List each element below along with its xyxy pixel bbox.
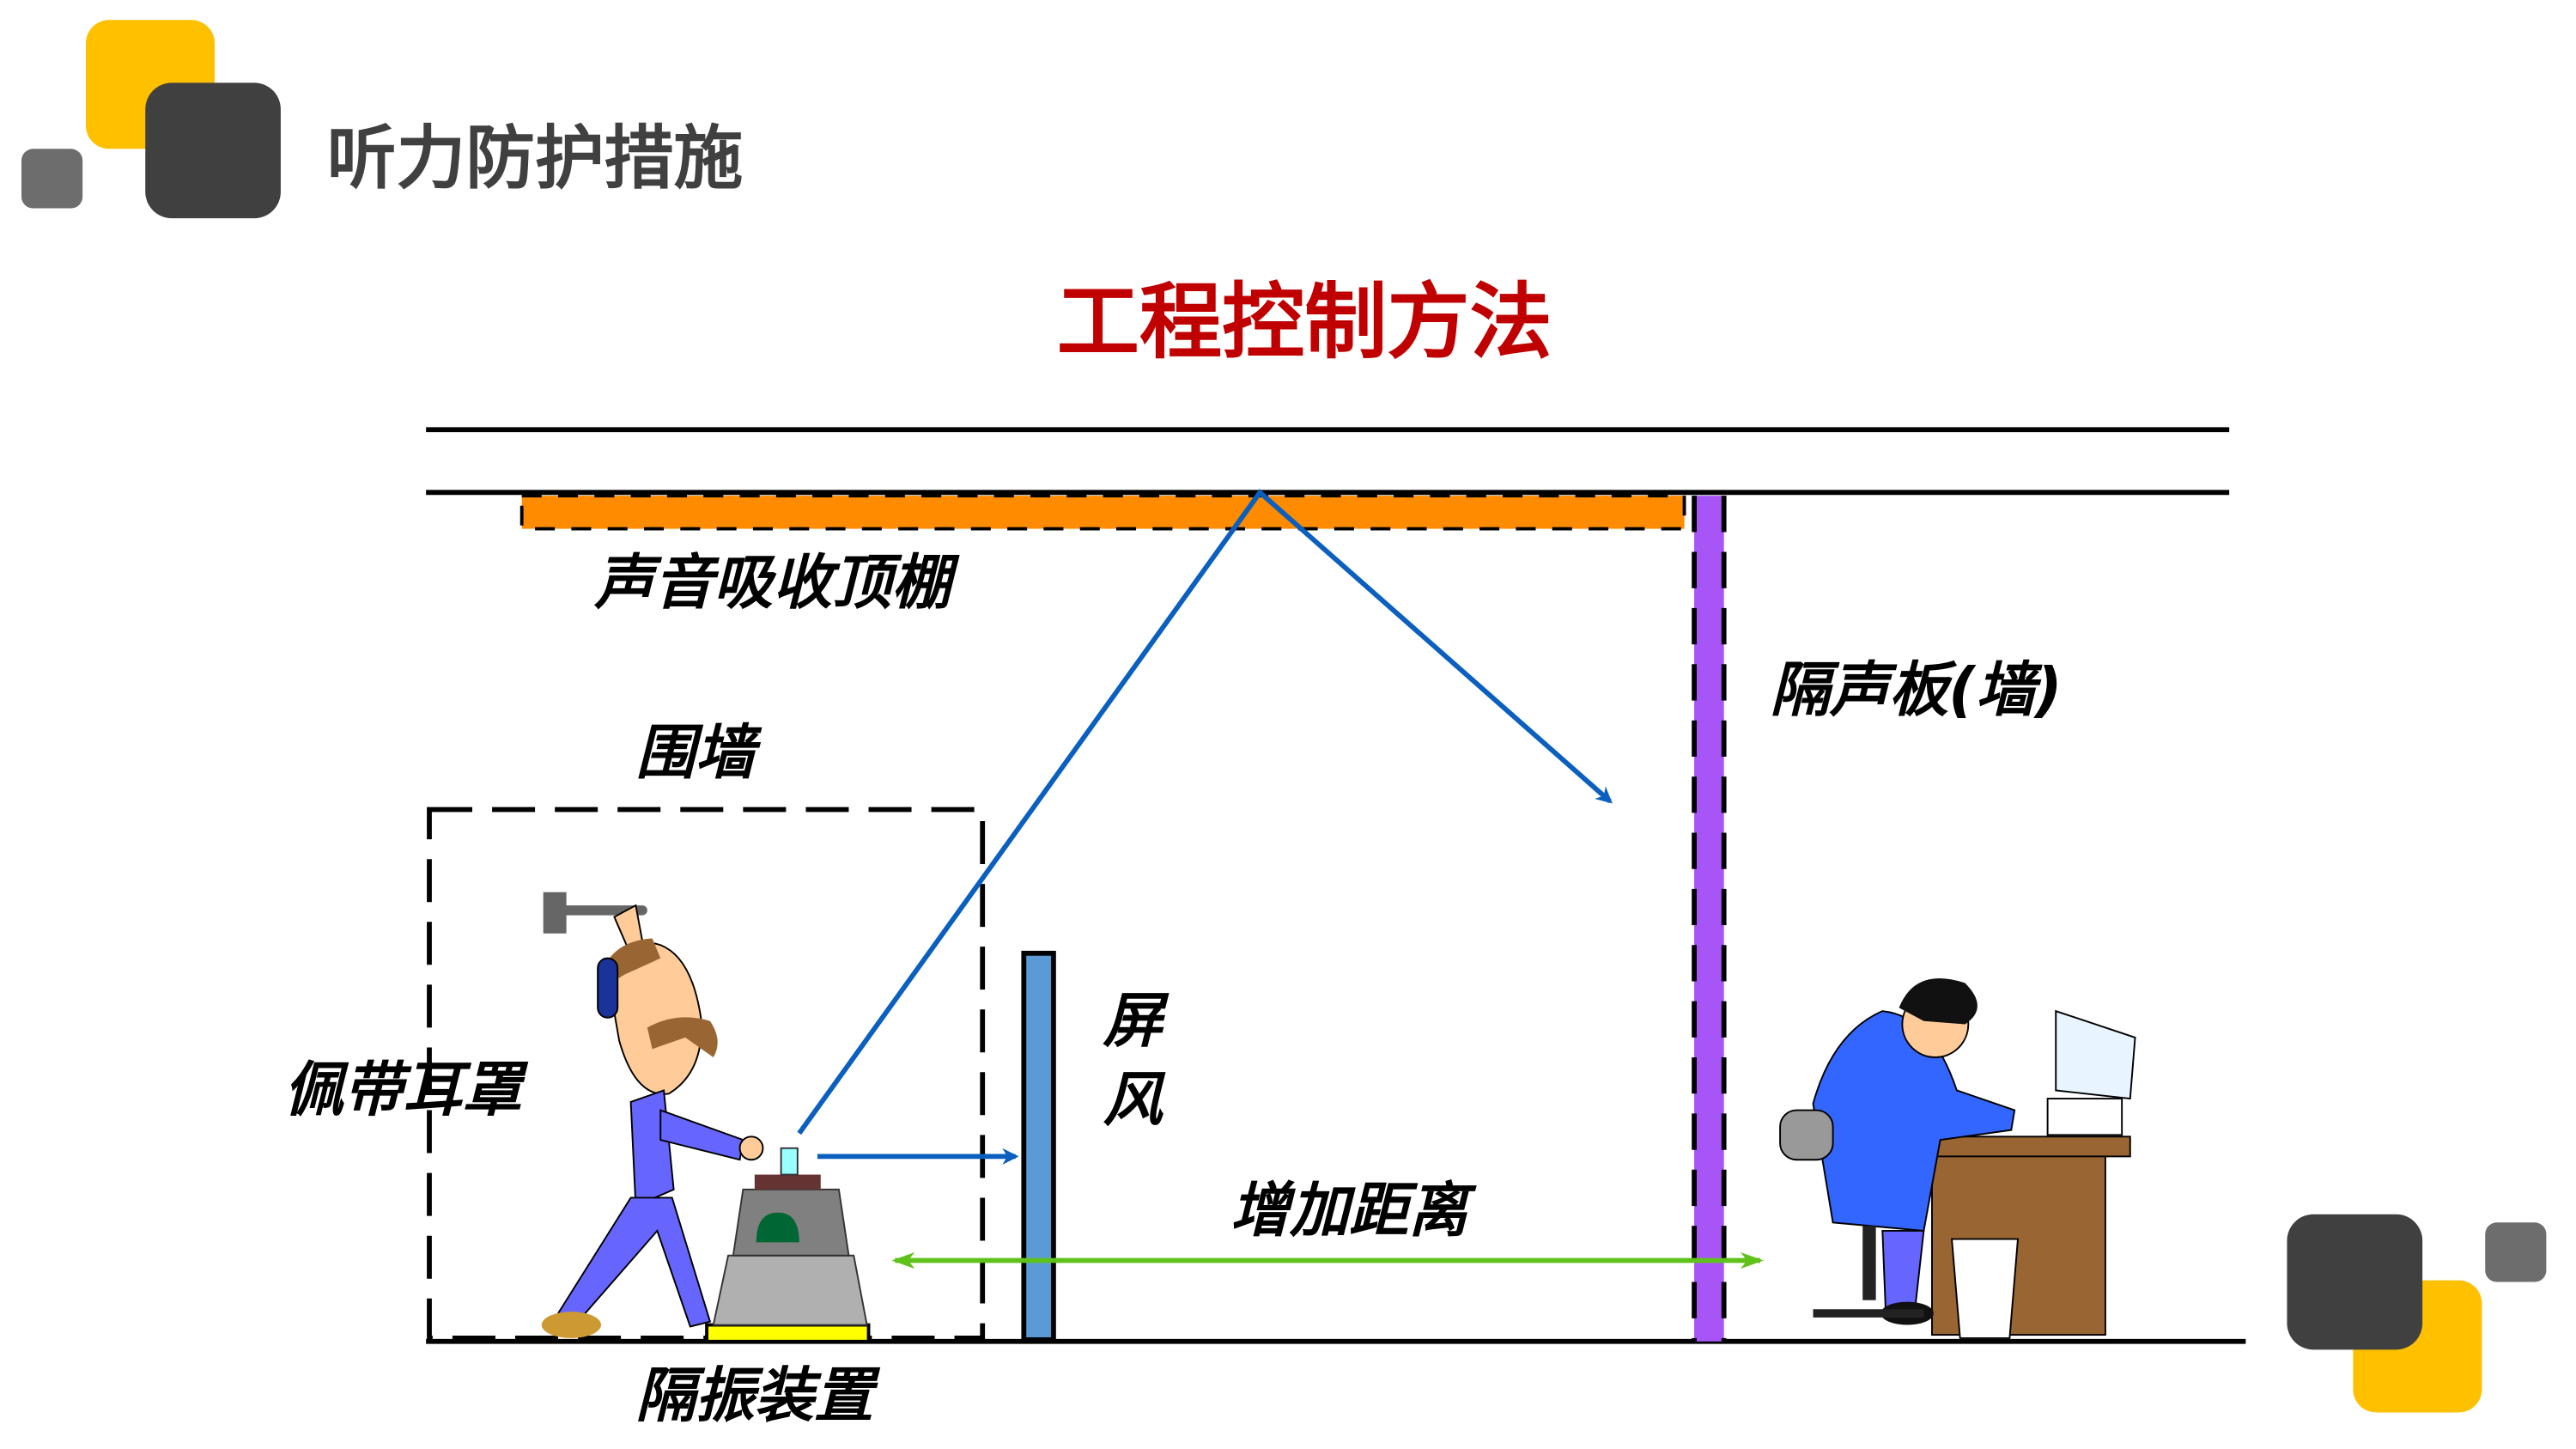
diagram-heading: 工程控制方法 <box>1057 274 1552 370</box>
slide-title: 听力防护措施 <box>327 119 744 199</box>
label-isolation: 隔振装置 <box>635 1361 881 1430</box>
worker-with-earmuffs-illustration <box>541 892 764 1338</box>
sound-insulation-wall <box>1692 496 1727 1342</box>
screen-barrier <box>1021 950 1056 1342</box>
logo-bottom-right <box>2287 1214 2547 1413</box>
sound-absorbing-ceiling <box>519 494 1686 531</box>
office-worker-illustration <box>1779 977 2136 1339</box>
machine-illustration <box>705 1147 871 1343</box>
label-partition: 隔声板(墙) <box>1771 656 2063 725</box>
label-screen-2: 风 <box>1103 1066 1166 1135</box>
label-ceiling: 声音吸收顶棚 <box>593 549 960 618</box>
label-earmuffs: 佩带耳罩 <box>284 1056 529 1125</box>
label-enclosure: 围墙 <box>635 719 762 788</box>
logo-top-left <box>21 20 281 219</box>
reflected-sound-path <box>797 489 1613 1135</box>
label-screen-1: 屏 <box>1103 987 1170 1056</box>
label-distance: 增加距离 <box>1230 1177 1478 1245</box>
